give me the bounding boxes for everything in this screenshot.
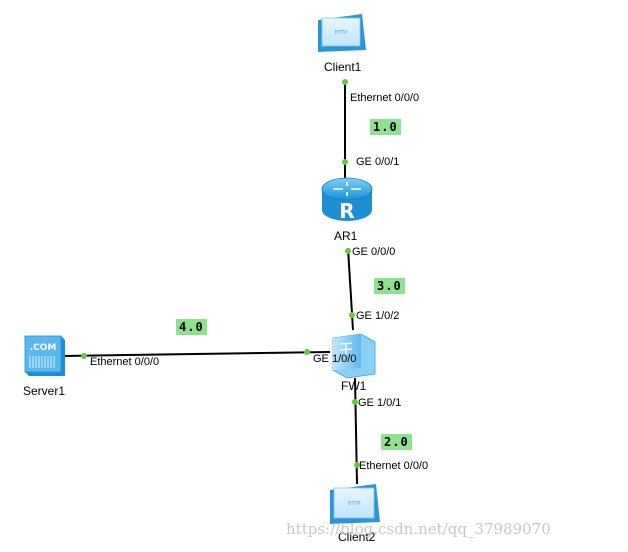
ar1-label: AR1 <box>334 229 358 243</box>
server1-device[interactable]: .COM <box>24 335 65 376</box>
link-fw1-client2[interactable] <box>354 377 358 485</box>
client1-screen-label: HTTP <box>335 30 348 36</box>
firewall-bricks <box>339 342 353 355</box>
network-tag-ar1-fw1: 3.0 <box>374 278 405 294</box>
port-dot-fw1-ge101[interactable] <box>352 399 358 405</box>
port-label-client1-eth: Ethernet 0/0/0 <box>350 92 420 104</box>
port-label-fw1-ge102: GE 1/0/2 <box>356 310 400 322</box>
links <box>62 82 358 485</box>
port-dot-client2-eth[interactable] <box>354 462 360 468</box>
client1-label: Client1 <box>324 60 362 74</box>
client2-label: Client2 <box>338 530 376 544</box>
network-tag-server1-fw1: 4.0 <box>176 319 207 335</box>
client1-device[interactable]: HTTP <box>318 14 366 52</box>
client1-screen <box>321 17 361 47</box>
router-top <box>321 177 373 201</box>
port-dot-fw1-ge100[interactable] <box>304 349 310 355</box>
client2-device[interactable]: HTTP <box>330 484 380 524</box>
ar1-device[interactable]: R <box>321 177 373 223</box>
firewall-front <box>333 334 361 370</box>
link-server1-fw1[interactable] <box>62 351 331 357</box>
port-label-ar1-ge001: GE 0/0/1 <box>356 156 400 168</box>
router-arrows <box>333 182 361 196</box>
server1-label: Server1 <box>23 384 66 398</box>
port-dot-client1-eth[interactable] <box>342 79 348 85</box>
server1-slots <box>29 356 55 368</box>
port-dots <box>81 79 360 468</box>
network-tag-fw1-client2: 2.0 <box>381 434 412 450</box>
network-tag-client1-ar1: 1.0 <box>370 119 401 135</box>
port-label-client2-eth: Ethernet 0/0/0 <box>359 460 429 472</box>
client2-screen <box>333 487 375 519</box>
port-dot-ar1-ge000[interactable] <box>345 248 351 254</box>
server1-screen-label: .COM <box>30 343 57 353</box>
port-label-fw1-ge101: GE 1/0/1 <box>358 397 402 409</box>
port-dot-fw1-ge102[interactable] <box>349 312 355 318</box>
client2-screen-label: HTTP <box>348 501 361 507</box>
fw1-label: FW1 <box>341 379 367 393</box>
port-label-server1-eth: Ethernet 0/0/0 <box>90 356 160 368</box>
server1-face <box>24 335 62 373</box>
port-dot-server1-eth[interactable] <box>81 353 87 359</box>
fw1-device[interactable] <box>332 333 376 379</box>
watermark: https://blog.csdn.net/qq_37989070 <box>286 520 551 538</box>
port-dot-ar1-ge001[interactable] <box>342 159 348 165</box>
router-glyph: R <box>339 199 354 223</box>
port-label-fw1-ge100: GE 1/0/0 <box>313 353 357 365</box>
port-label-ar1-ge000: GE 0/0/0 <box>352 246 396 258</box>
